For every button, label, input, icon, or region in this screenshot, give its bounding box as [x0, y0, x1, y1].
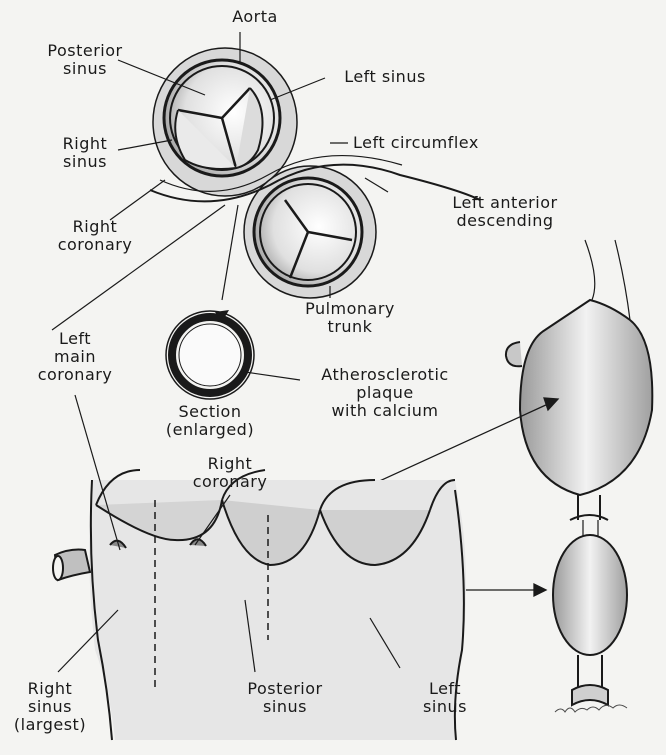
artist-signature — [555, 705, 627, 712]
label-left-sinus-top: Left sinus — [330, 68, 440, 86]
lower-sinus-view — [553, 520, 627, 705]
label-left-circumflex: Left circumflex — [353, 134, 479, 152]
label-section-enlarged: Section(enlarged) — [150, 403, 270, 439]
aortic-valve — [153, 48, 297, 196]
artery-section — [166, 311, 254, 399]
pulmonary-valve — [244, 166, 376, 298]
upper-sinus-view — [506, 240, 652, 520]
label-aorta: Aorta — [215, 8, 295, 26]
